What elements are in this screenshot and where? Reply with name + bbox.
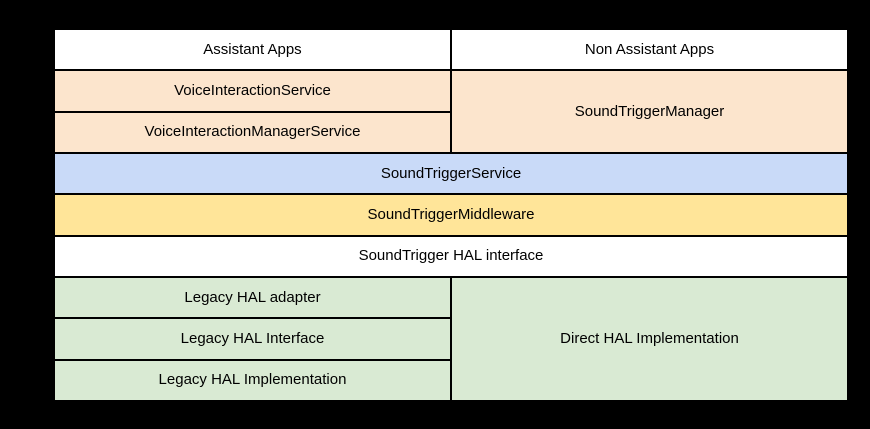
soundtrigger-stack-diagram: Assistant Apps Non Assistant Apps VoiceI… xyxy=(53,28,849,402)
cell-assistant-apps: Assistant Apps xyxy=(55,30,450,70)
cell-non-assistant-apps: Non Assistant Apps xyxy=(452,30,847,70)
cell-sound-trigger-hal-interface: SoundTrigger HAL interface xyxy=(55,236,847,276)
cell-legacy-hal-implementation: Legacy HAL Implementation xyxy=(55,360,450,400)
cell-sound-trigger-middleware: SoundTriggerMiddleware xyxy=(55,195,847,235)
cell-sound-trigger-service: SoundTriggerService xyxy=(55,153,847,194)
cell-voice-interaction-service: VoiceInteractionService xyxy=(55,71,450,111)
cell-voice-interaction-manager-service: VoiceInteractionManagerService xyxy=(55,112,450,152)
cell-legacy-hal-adapter: Legacy HAL adapter xyxy=(55,277,450,318)
cell-direct-hal-implementation: Direct HAL Implementation xyxy=(452,277,847,400)
cell-legacy-hal-interface: Legacy HAL Interface xyxy=(55,319,450,359)
cell-sound-trigger-manager: SoundTriggerManager xyxy=(452,71,847,152)
